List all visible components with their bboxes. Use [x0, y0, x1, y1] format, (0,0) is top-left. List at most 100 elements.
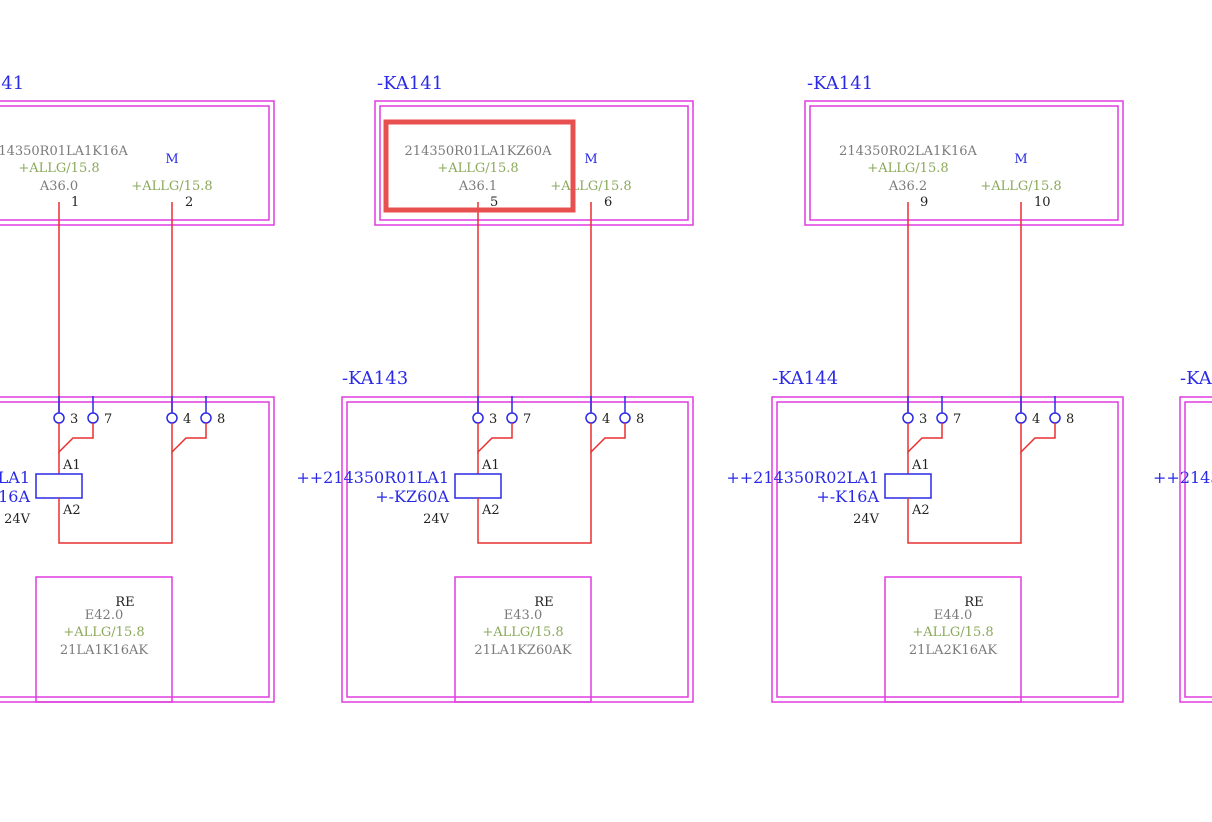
- edge-relay-partial: -KA ++2143: [1153, 368, 1212, 703]
- top-block-tag: -KA141: [0, 73, 24, 94]
- top-m-label: M: [584, 152, 597, 167]
- contact-7-terminal: [87, 412, 99, 424]
- relay-frame-inner: [346, 401, 689, 698]
- pin-left: 9: [920, 195, 928, 210]
- re-part-number: 21LA1KZ60AK: [474, 643, 572, 658]
- contact-3-terminal: [472, 412, 484, 424]
- contact-8-terminal: [200, 412, 212, 424]
- bottom-bus: [477, 452, 592, 544]
- relay-name-1: ++214350R02LA1: [726, 468, 879, 487]
- coil-a1-label: A1: [911, 458, 930, 473]
- top-block-frame-inner: [379, 105, 689, 221]
- top-address: A36.1: [458, 179, 497, 194]
- pin-right: 6: [604, 195, 612, 210]
- pin-left: 1: [71, 195, 79, 210]
- top-block-frame-inner: [0, 105, 270, 221]
- top-block-tag: -KA141: [377, 73, 443, 94]
- contact-4-terminal: [1015, 412, 1027, 424]
- top-m-label: M: [1014, 152, 1027, 167]
- coil-a1-label: A1: [481, 458, 500, 473]
- relay-tag: -KA144: [772, 368, 838, 389]
- contact-4-label: 4: [1032, 412, 1040, 427]
- relay-voltage: 24V: [853, 512, 880, 527]
- switch-left: [907, 423, 943, 454]
- contact-4-label: 4: [183, 412, 191, 427]
- top-location-1: +ALLG/15.8: [437, 161, 518, 176]
- coil-a2-label: A2: [911, 503, 930, 518]
- contact-8-terminal: [1049, 412, 1061, 424]
- switch-right: [171, 423, 207, 454]
- relay-frame-inner: [0, 401, 270, 698]
- top-location-2: +ALLG/15.8: [980, 179, 1061, 194]
- top-location-1: +ALLG/15.8: [867, 161, 948, 176]
- top-m-label: M: [165, 152, 178, 167]
- circuit-column: -KA141214350R01LA1K16A+ALLG/15.8A36.0M+A…: [0, 73, 275, 703]
- relay-voltage: 24V: [423, 512, 450, 527]
- contact-4-label: 4: [602, 412, 610, 427]
- contact-8-label: 8: [636, 412, 644, 427]
- contact-3-terminal: [53, 412, 65, 424]
- coil-a2-label: A2: [62, 503, 81, 518]
- re-box: [884, 576, 1022, 703]
- contact-3-label: 3: [70, 412, 78, 427]
- relay-coil: [454, 473, 502, 499]
- re-part-number: 21LA2K16AK: [909, 643, 997, 658]
- contact-3-label: 3: [489, 412, 497, 427]
- contact-7-terminal: [506, 412, 518, 424]
- top-location-2: +ALLG/15.8: [131, 179, 212, 194]
- top-block-tag: -KA141: [807, 73, 873, 94]
- edge-relay-name: ++2143: [1153, 468, 1212, 487]
- circuit-column: -KA141214350R02LA1K16A+ALLG/15.8A36.2M+A…: [726, 73, 1124, 703]
- relay-name-2: +-K16A: [0, 487, 30, 506]
- top-part-number: 214350R01LA1K16A: [0, 144, 129, 159]
- switch-left: [477, 423, 513, 454]
- relay-voltage: 24V: [4, 512, 31, 527]
- re-box: [35, 576, 173, 703]
- re-box: [454, 576, 592, 703]
- top-block-frame-inner: [809, 105, 1119, 221]
- top-block-frame-outer: [374, 100, 694, 226]
- pin-left: 5: [490, 195, 498, 210]
- contact-8-label: 8: [217, 412, 225, 427]
- coil-a2-label: A2: [481, 503, 500, 518]
- circuit-column: -KA141214350R01LA1KZ60A+ALLG/15.8A36.1M+…: [296, 73, 694, 703]
- contact-8-terminal: [619, 412, 631, 424]
- relay-coil: [884, 473, 932, 499]
- top-location-1: +ALLG/15.8: [18, 161, 99, 176]
- relay-coil: [35, 473, 83, 499]
- contact-8-label: 8: [1066, 412, 1074, 427]
- relay-frame-inner: [776, 401, 1119, 698]
- edge-relay-frame-outer: [1179, 396, 1212, 703]
- contact-3-terminal: [902, 412, 914, 424]
- re-label: RE: [534, 595, 553, 610]
- relay-name-1: ++214350R01LA1: [0, 468, 30, 487]
- re-address: E43.0: [504, 608, 542, 623]
- bottom-bus: [58, 452, 173, 544]
- top-part-number: 214350R02LA1K16A: [839, 144, 978, 159]
- top-address: A36.0: [39, 179, 78, 194]
- relay-tag: -KA143: [342, 368, 408, 389]
- relay-name-2: +-K16A: [816, 487, 879, 506]
- re-location: +ALLG/15.8: [63, 625, 144, 640]
- re-address: E44.0: [934, 608, 972, 623]
- contact-7-label: 7: [104, 412, 112, 427]
- switch-left: [58, 423, 94, 454]
- highlight-box: [383, 119, 576, 213]
- contact-7-terminal: [936, 412, 948, 424]
- contact-3-label: 3: [919, 412, 927, 427]
- re-location: +ALLG/15.8: [482, 625, 563, 640]
- switch-right: [1020, 423, 1056, 454]
- contact-4-terminal: [585, 412, 597, 424]
- re-location: +ALLG/15.8: [912, 625, 993, 640]
- coil-a1-label: A1: [62, 458, 81, 473]
- relay-name-1: ++214350R01LA1: [296, 468, 449, 487]
- bottom-bus: [907, 452, 1022, 544]
- top-address: A36.2: [888, 179, 927, 194]
- re-part-number: 21LA1K16AK: [60, 643, 148, 658]
- contact-7-label: 7: [953, 412, 961, 427]
- top-block-frame-outer: [0, 100, 275, 226]
- pin-right: 2: [185, 195, 193, 210]
- top-location-2: +ALLG/15.8: [550, 179, 631, 194]
- contact-4-terminal: [166, 412, 178, 424]
